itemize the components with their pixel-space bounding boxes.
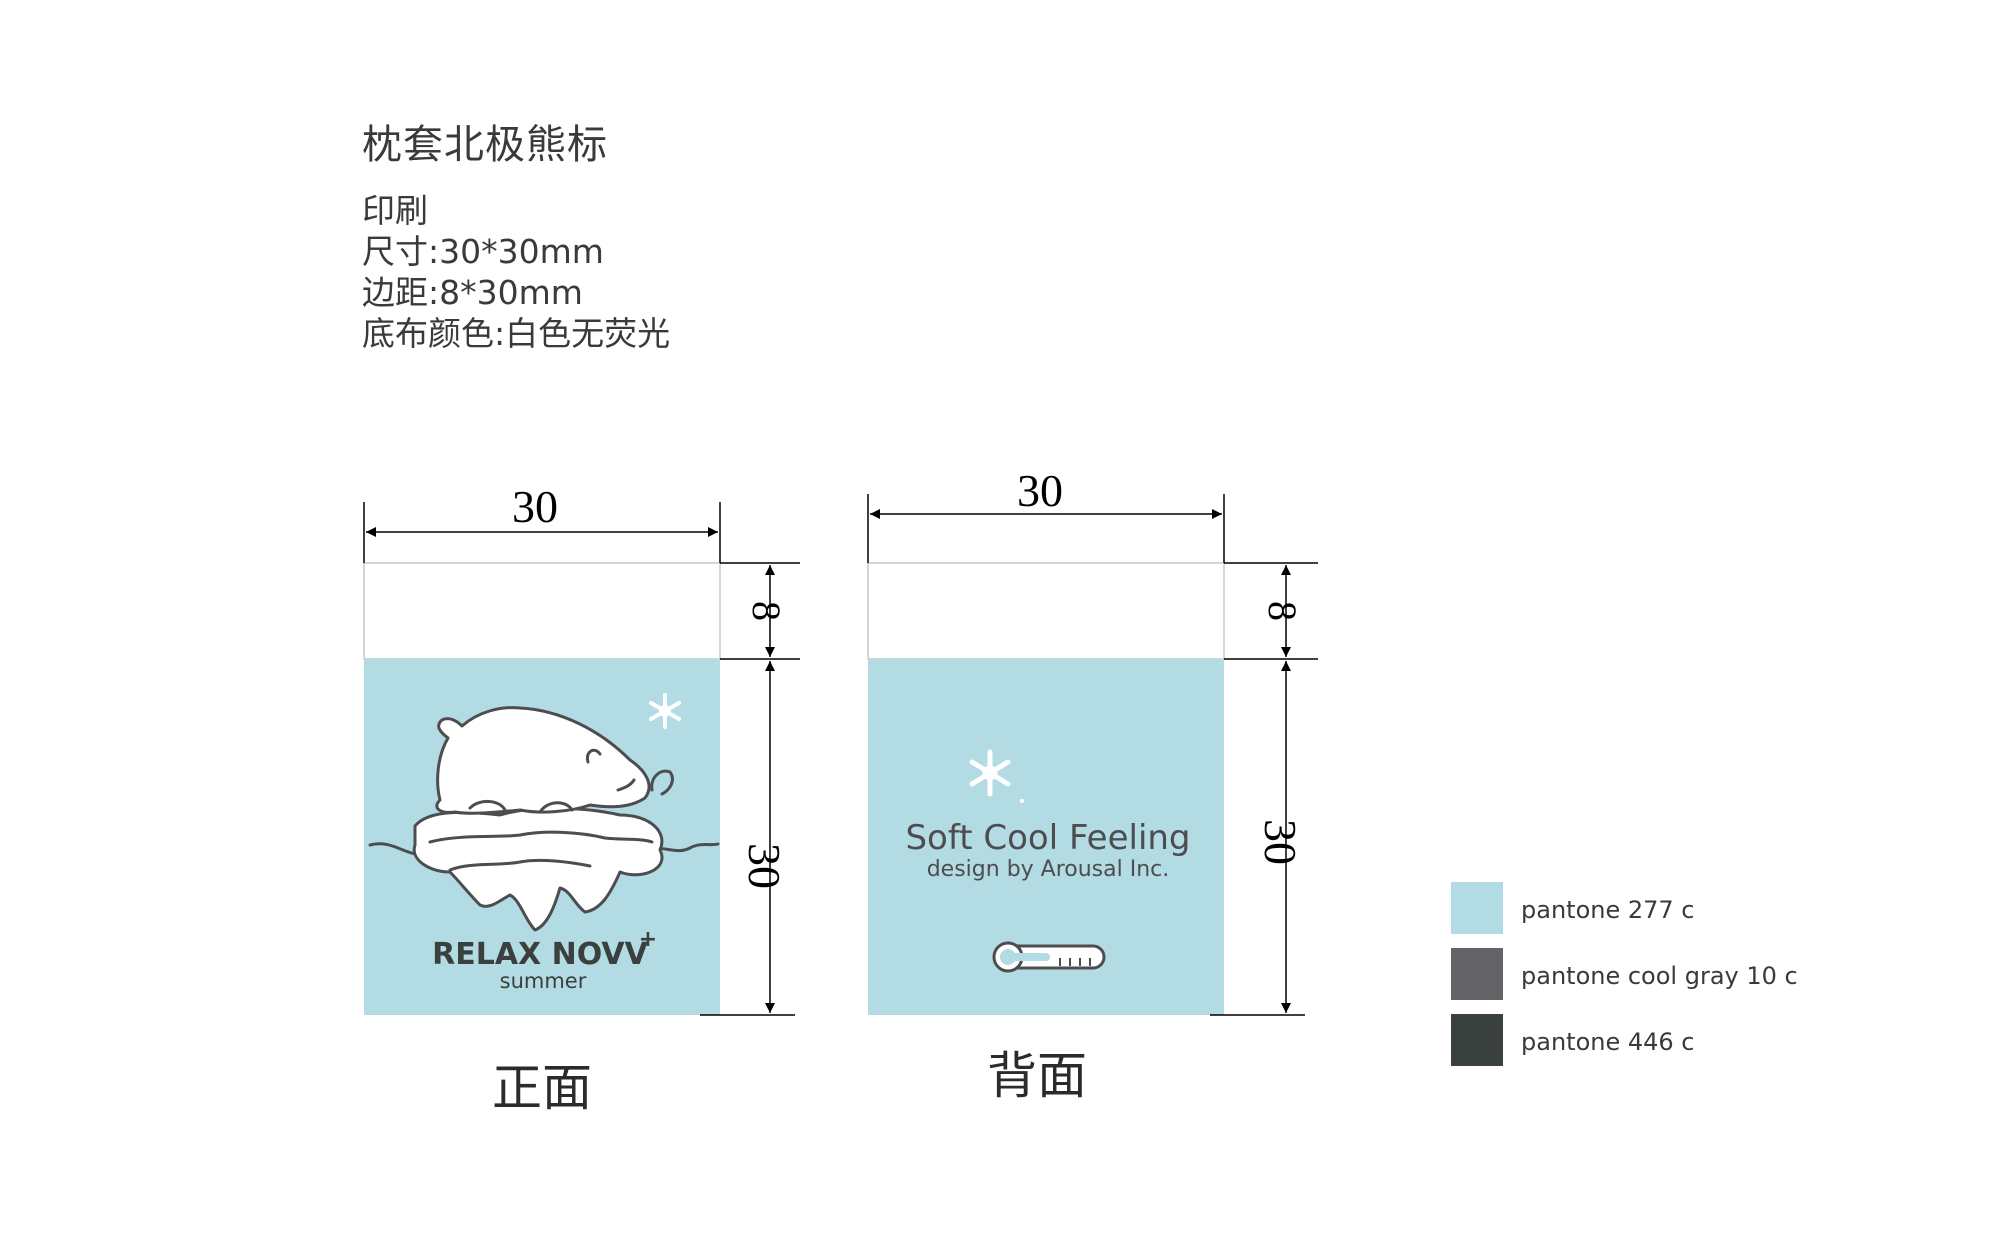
legend-label: pantone cool gray 10 c [1521,962,1798,990]
snowflake-icon [969,749,1011,797]
back-subline: design by Arousal Inc. [927,857,1170,882]
color-swatch [1451,1014,1503,1066]
spec-margin: 边距:8*30mm [362,273,583,312]
spec-size: 尺寸:30*30mm [362,232,604,271]
color-swatch [1451,948,1503,1000]
front-brand-name: RELAX NOVV [432,937,649,972]
back-side-caption: 背面 [987,1047,1087,1105]
back-margin-value: 8 [1260,601,1305,621]
back-label: Soft Cool Feeling design by Arousal Inc.… [867,465,1318,1016]
snowflake-icon [649,693,681,729]
back-margin-area [867,562,1225,660]
polar-bear-illustration [368,706,720,932]
front-brand-subline: summer [500,969,587,993]
spec-fabric-color: 底布颜色:白色无荧光 [362,314,671,353]
front-brand-mark: + [639,927,657,952]
back-headline: Soft Cool Feeling [905,818,1190,858]
snow-dot [1020,799,1024,803]
spec-list: 印刷 尺寸:30*30mm 边距:8*30mm 底布颜色:白色无荧光 [362,190,670,354]
back-height-value: 30 [1255,819,1306,865]
front-width-value: 30 [512,481,558,532]
front-height-value: 30 [739,843,790,889]
thermometer-icon [992,941,1106,973]
legend-label: pantone 277 c [1521,896,1695,924]
front-margin-value: 8 [744,601,789,621]
color-swatch [1451,882,1503,934]
front-margin-area [363,562,721,660]
front-side-caption: 正面 [492,1059,592,1117]
page-title: 枕套北极熊标 [362,122,608,168]
spec-print-method: 印刷 [362,191,428,230]
front-label: RELAX NOVV + summer 30 8 30 [363,481,800,1016]
back-width-value: 30 [1017,465,1063,516]
legend-label: pantone 446 c [1521,1028,1695,1056]
